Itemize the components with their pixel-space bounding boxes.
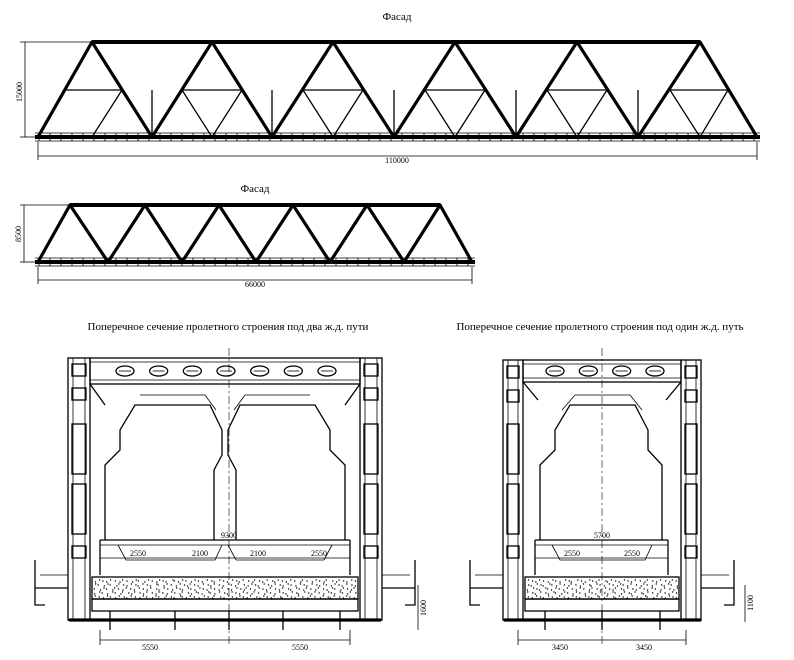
dim-height: 1100 xyxy=(746,595,755,611)
dim-d2: 2100 xyxy=(192,549,208,558)
facade-large-height-dim: 15000 xyxy=(15,82,24,102)
dim-d1: 2550 xyxy=(130,549,146,558)
dim-d3: 2100 xyxy=(250,549,266,558)
section-single-title: Поперечное сечение пролетного строения п… xyxy=(456,321,743,333)
dim-d1: 2550 xyxy=(564,549,580,558)
facade-large: Фасад xyxy=(15,11,760,165)
dim-d2: 2550 xyxy=(624,549,640,558)
dim-bottom-right: 5550 xyxy=(292,643,308,652)
facade-large-title: Фасад xyxy=(382,11,411,23)
dim-bottom-right: 3450 xyxy=(636,643,652,652)
facade-small-length-dim: 66000 xyxy=(245,280,265,289)
facade-large-length-dim: 110000 xyxy=(385,156,409,165)
dim-width-top: 9300 xyxy=(221,531,237,540)
section-double: Поперечное сечение пролетного строения п… xyxy=(34,321,428,652)
section-single: Поперечное сечение пролетного строения п… xyxy=(456,321,755,652)
dim-bottom-left: 3450 xyxy=(552,643,568,652)
facade-small-height-dim: 8500 xyxy=(14,226,23,242)
dim-height: 1600 xyxy=(419,600,428,616)
section-double-title: Поперечное сечение пролетного строения п… xyxy=(88,321,369,333)
facade-small: Фасад 8500 66000 xyxy=(14,183,475,289)
dim-bottom-left: 5550 xyxy=(142,643,158,652)
dim-d4: 2550 xyxy=(311,549,327,558)
dim-width-top: 5700 xyxy=(594,531,610,540)
facade-small-title: Фасад xyxy=(240,183,269,195)
